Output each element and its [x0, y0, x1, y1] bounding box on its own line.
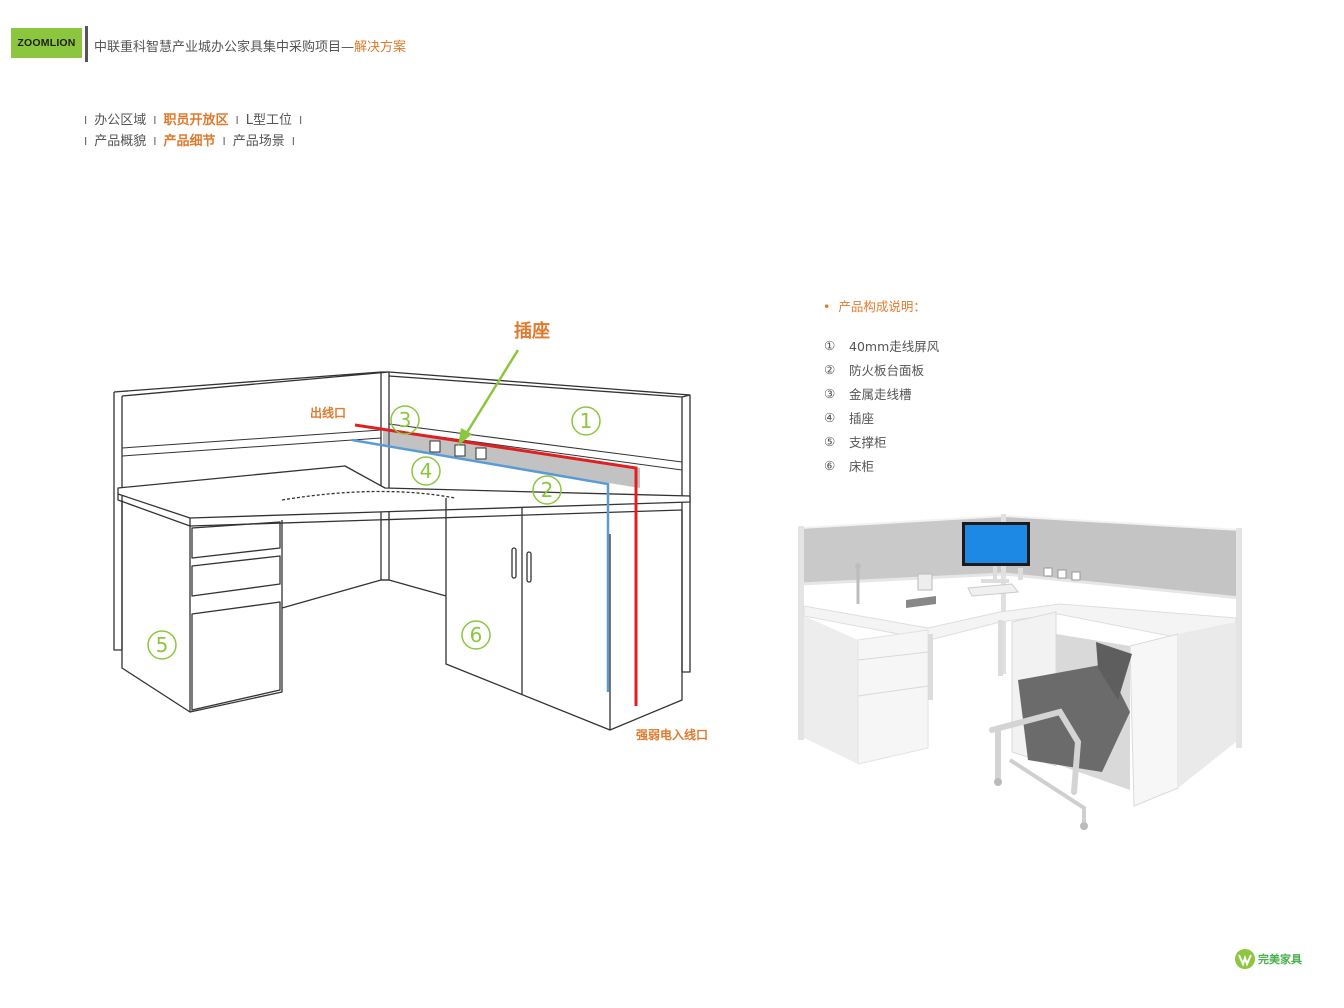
spec-item-text: 床柜 [849, 458, 875, 474]
nav-staff-open-area[interactable]: 职员开放区 [163, 113, 229, 128]
spec-item-text: 插座 [849, 410, 875, 426]
spec-item-num: ④ [824, 409, 836, 425]
spec-item-num: ② [824, 361, 836, 377]
spec-item: ⑤ 支撑柜 [824, 429, 939, 453]
spec-item-num: ③ [824, 385, 836, 401]
spec-item-text: 防火板台面板 [849, 362, 925, 378]
spec-item-num: ⑥ [824, 457, 836, 473]
label-power-inlet: 强弱电入线口 [636, 727, 708, 742]
socket-icons [429, 440, 487, 460]
header-divider [85, 26, 88, 62]
spec-item: ⑥ 床柜 [824, 453, 939, 477]
nav-product-scene[interactable]: 产品场景 [232, 134, 285, 149]
page-title-main: 中联重科智慧产业城办公家具集中采购项目— [94, 40, 355, 55]
zoomlion-logo: ZOOMLION [11, 28, 82, 58]
page-title: 中联重科智慧产业城办公家具集中采购项目—解决方案 [94, 36, 406, 55]
cable-trough-shape [383, 428, 640, 488]
spec-item-num: ① [824, 337, 836, 353]
brand-mark-icon [1235, 949, 1255, 969]
spec-item-text: 金属走线槽 [849, 386, 912, 402]
nav-product-details[interactable]: 产品细节 [163, 134, 216, 149]
diagram-markers: 1 2 3 4 5 6 [147, 405, 601, 660]
nav-office-area[interactable]: 办公区域 [94, 113, 147, 128]
label-outlet: 出线口 [310, 405, 346, 420]
marker-6: 6 [470, 623, 483, 647]
label-socket: 插座 [514, 320, 550, 342]
data-line [351, 438, 610, 692]
page-title-accent: 解决方案 [354, 40, 407, 55]
spec-item: ③ 金属走线槽 [824, 381, 939, 405]
power-line [354, 423, 638, 706]
marker-5: 5 [156, 633, 169, 657]
marker-4: 4 [420, 459, 433, 483]
marker-2: 2 [541, 478, 554, 502]
brand-logo: 完美家具 [1234, 948, 1302, 970]
marker-3: 3 [399, 408, 412, 432]
spec-item-text: 支撑柜 [849, 434, 887, 450]
nav-l-workstation[interactable]: L型工位 [245, 113, 293, 128]
workstation-photo [798, 514, 1242, 830]
spec-title: • 产品构成说明： [823, 299, 926, 314]
socket-pointer [464, 349, 520, 435]
marker-1: 1 [580, 409, 593, 433]
spec-item: ① 40mm走线屏风 [824, 333, 939, 357]
spec-item-text: 40mm走线屏风 [849, 338, 940, 354]
brand-name: 完美家具 [1258, 953, 1302, 966]
spec-title-text: 产品构成说明： [838, 299, 926, 314]
spec-item-num: ⑤ [824, 433, 836, 449]
spec-item: ④ 插座 [824, 405, 939, 429]
spec-item: ② 防火板台面板 [824, 357, 939, 381]
workstation-line-drawing [113, 371, 691, 731]
spec-list: ① 40mm走线屏风 ② 防火板台面板 ③ 金属走线槽 ④ 插座 ⑤ 支撑柜 ⑥ 床柜 [824, 333, 939, 477]
nav-product-overview[interactable]: 产品概貌 [94, 134, 147, 149]
